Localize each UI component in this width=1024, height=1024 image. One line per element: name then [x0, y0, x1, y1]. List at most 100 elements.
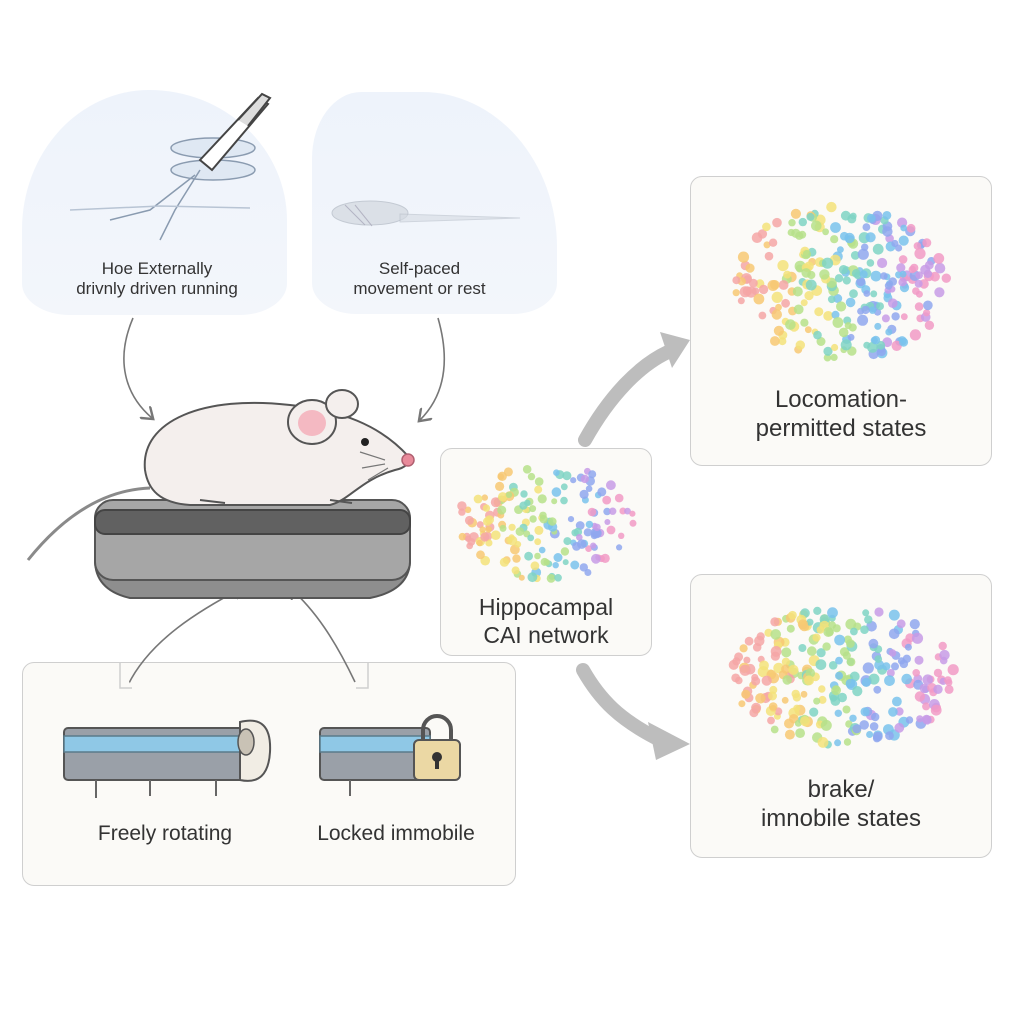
neuron-dot: [845, 618, 857, 630]
neuron-dot: [831, 343, 839, 352]
neuron-dot: [787, 228, 795, 237]
neuron-dot: [877, 347, 886, 357]
neuron-dot: [816, 337, 826, 346]
neuron-dot: [590, 542, 597, 549]
neuron-dot: [909, 619, 920, 630]
neuron-dot: [606, 480, 616, 491]
neuron-dot: [795, 728, 805, 738]
neuron-dot: [529, 515, 537, 523]
neuron-dot: [473, 494, 483, 504]
neuron-dot: [537, 494, 547, 504]
neuron-dot: [833, 294, 843, 303]
neuron-dot: [583, 528, 592, 537]
neuron-dot: [758, 311, 767, 320]
neuron-dot: [769, 685, 778, 694]
neuron-dot: [823, 311, 834, 321]
neuron-dot: [923, 309, 931, 317]
neuron-dot: [894, 722, 905, 733]
neuron-dot: [876, 302, 884, 311]
neuron-dot: [902, 654, 911, 663]
neuron-dot: [933, 253, 945, 264]
neuron-dot: [800, 716, 810, 727]
neuron-dot: [849, 289, 858, 299]
external-drive-label: Hoe Externally drivnly driven running: [42, 259, 272, 300]
neuron-dot: [785, 319, 796, 330]
neuron-dot: [782, 675, 792, 685]
neuron-dot: [614, 493, 624, 503]
neuron-dot: [753, 293, 765, 305]
neuron-dot: [527, 534, 535, 542]
neuron-dot: [880, 272, 888, 280]
neuron-dot: [551, 498, 558, 505]
neuron-dot: [737, 251, 750, 263]
neuron-dot: [527, 572, 538, 583]
neuron-dot: [899, 337, 909, 347]
neuron-dot: [491, 530, 501, 540]
neuron-dot: [938, 641, 947, 651]
neuron-dot: [792, 693, 802, 702]
neuron-dot: [797, 619, 809, 630]
neuron-dot: [732, 276, 741, 285]
neuron-dot: [870, 290, 878, 298]
neuron-dot: [588, 470, 597, 479]
neuron-dot: [606, 525, 616, 535]
neuron-dot: [585, 485, 593, 493]
neuron-dot: [911, 632, 924, 644]
neuron-dot: [837, 246, 844, 254]
neuron-dot: [830, 222, 841, 233]
neuron-dot: [804, 675, 814, 686]
neuron-dot: [519, 501, 528, 510]
neuron-dot: [738, 700, 746, 708]
neuron-dot: [826, 201, 837, 213]
neuron-dot: [788, 610, 797, 620]
neuron-dot: [476, 521, 484, 529]
neuron-dot: [497, 473, 505, 481]
neuron-dot: [562, 559, 569, 566]
neuron-dot: [767, 716, 775, 725]
neuron-dot: [512, 554, 521, 563]
neuron-dot: [909, 329, 922, 341]
neuron-dot: [813, 330, 822, 340]
neuron-dot: [800, 318, 809, 327]
neuron-dot: [812, 633, 821, 642]
neuron-dot: [888, 609, 900, 621]
neuron-dot: [900, 224, 908, 232]
neuron-dot: [868, 673, 880, 685]
neuron-dot: [464, 515, 474, 525]
neuron-dot: [865, 232, 876, 243]
neuron-dot: [770, 336, 780, 346]
neuron-dot: [834, 274, 844, 283]
neuron-dot: [862, 662, 874, 674]
neuron-dot: [466, 542, 474, 550]
neuron-dot: [888, 628, 900, 640]
neuron-dot: [527, 472, 536, 481]
neuron-dot: [530, 561, 540, 571]
neuron-dot: [904, 643, 912, 651]
neuron-dot: [764, 251, 774, 261]
neuron-dot: [882, 211, 892, 220]
neuron-dot: [860, 625, 869, 634]
neuron-dot: [551, 487, 562, 497]
neuron-dot: [576, 534, 583, 541]
neuron-dot: [457, 501, 467, 511]
neuron-dot: [861, 305, 870, 315]
neuron-dot: [548, 517, 557, 526]
neuron-dot: [458, 508, 466, 516]
neuron-dot: [910, 263, 919, 273]
neuron-dot: [874, 655, 883, 663]
neuron-dot: [914, 248, 926, 260]
neuron-dot: [497, 505, 507, 515]
neuron-dot: [511, 566, 520, 575]
neuron-dot: [806, 618, 814, 626]
neuron-dot: [520, 490, 528, 498]
neuron-dot: [560, 547, 570, 556]
neuron-dot: [827, 607, 838, 619]
neuron-dot: [798, 644, 807, 652]
neuron-dot: [818, 685, 826, 693]
locked-immobile-label: Locked immobile: [317, 822, 475, 845]
neuron-dot: [817, 737, 829, 748]
neuron-dot: [872, 731, 883, 742]
neuron-dot: [554, 574, 562, 582]
neuron-dot: [775, 303, 782, 311]
neuron-dot: [552, 562, 559, 569]
